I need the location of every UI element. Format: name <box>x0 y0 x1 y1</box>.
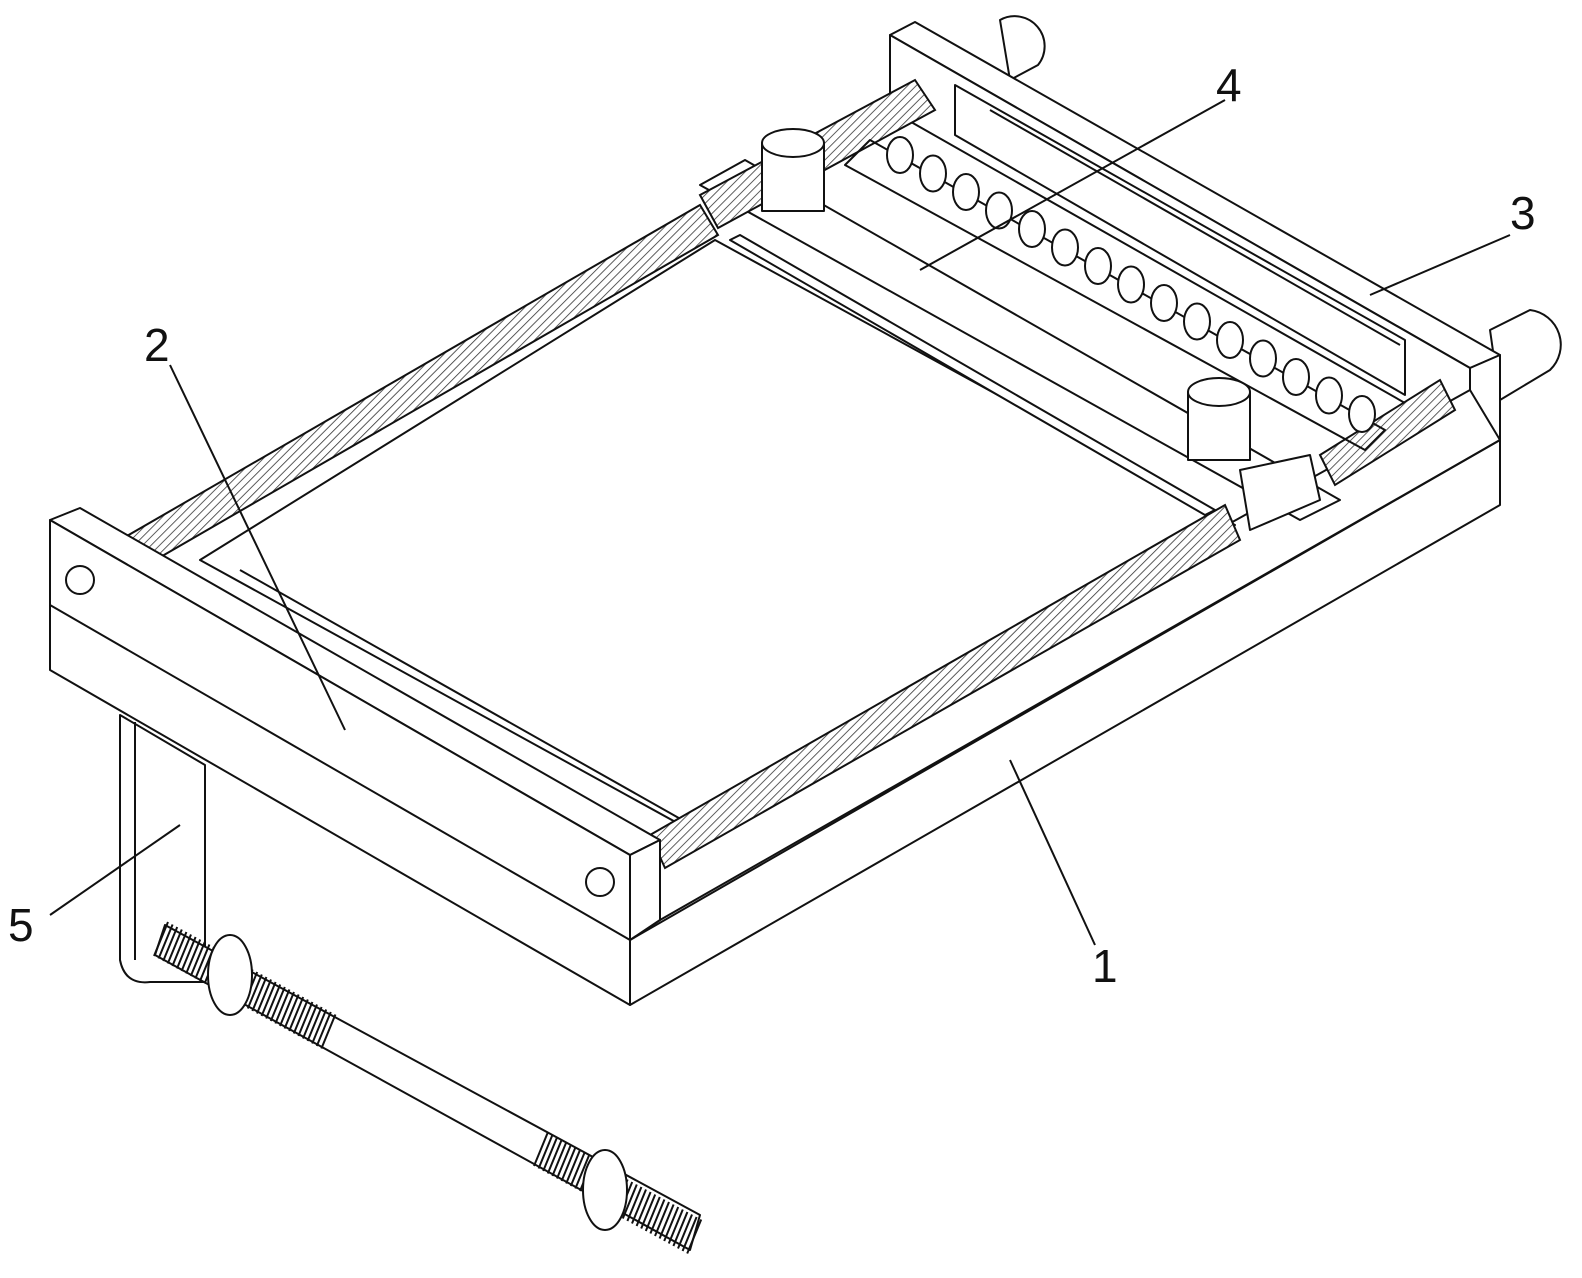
roller <box>1316 378 1342 414</box>
nut <box>583 1150 627 1230</box>
roller <box>1151 285 1177 321</box>
roller <box>887 137 913 173</box>
label-4: 4 <box>1216 62 1242 108</box>
roller <box>920 156 946 192</box>
bolt-hole <box>66 566 94 594</box>
roller <box>1052 230 1078 266</box>
roller <box>1250 341 1276 377</box>
roller <box>1118 267 1144 303</box>
post-cylinder <box>762 129 824 211</box>
roller <box>953 174 979 210</box>
roller <box>986 193 1012 229</box>
label-3: 3 <box>1510 190 1536 236</box>
post-cylinder <box>1188 378 1250 460</box>
roller <box>1217 322 1243 358</box>
nut <box>208 935 252 1015</box>
roller <box>1283 359 1309 395</box>
roller <box>1349 396 1375 432</box>
roller <box>1085 248 1111 284</box>
label-5: 5 <box>8 902 34 948</box>
roller <box>1184 304 1210 340</box>
label-1: 1 <box>1092 943 1118 989</box>
roller <box>1019 211 1045 247</box>
bolt-hole <box>586 868 614 896</box>
label-2: 2 <box>144 322 170 368</box>
